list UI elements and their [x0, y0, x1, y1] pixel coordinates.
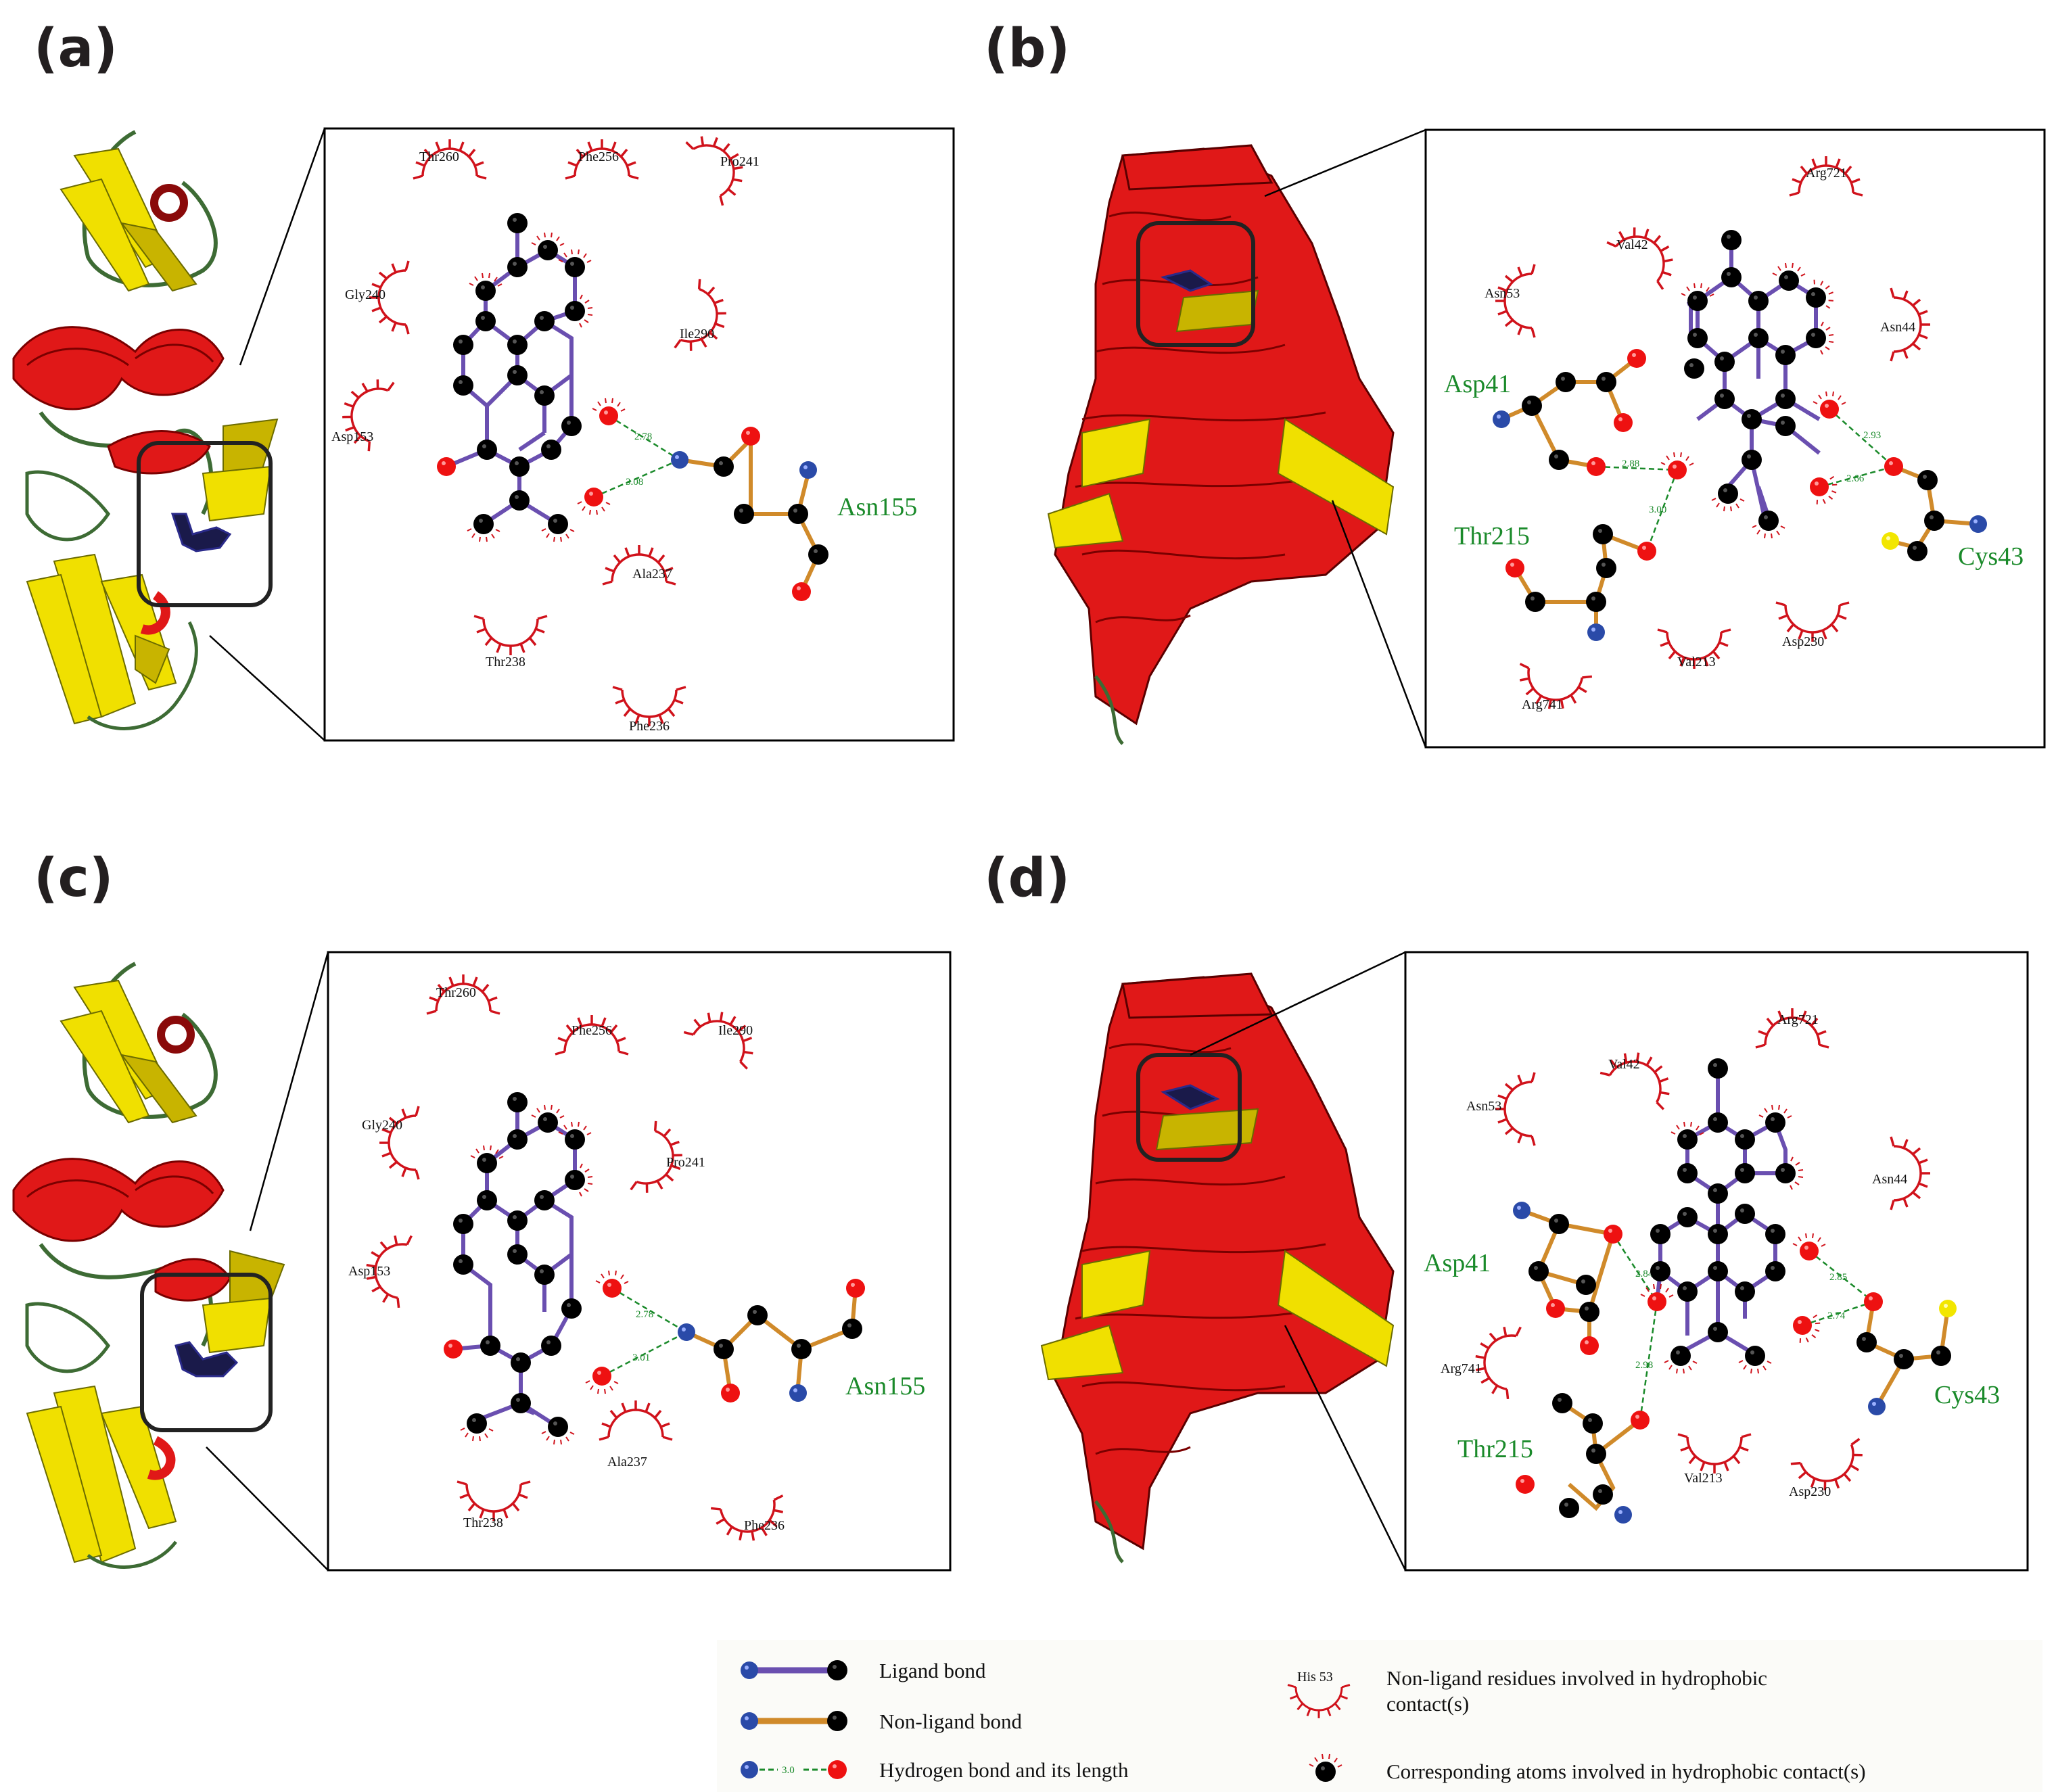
hbond-length: 2.98	[1635, 1360, 1653, 1371]
hbond-length: 3.08	[626, 477, 643, 488]
interaction-box-c	[327, 951, 952, 1572]
panel-c-letter: (c)	[34, 848, 114, 909]
panel-d: Arg721 Val42 Asn53 Asn44 Arg741 Val213 A…	[1040, 951, 2029, 1572]
interaction-box-b	[1424, 128, 2046, 749]
hbond-partner-label: Cys43	[1934, 1381, 2000, 1409]
hbond-length: 2.85	[1829, 1272, 1847, 1283]
hbond-partner-label: Asn155	[837, 493, 917, 521]
residue-label: Asp153	[348, 1264, 390, 1279]
protein-structure-c	[12, 962, 285, 1569]
legend-ligand-bond: Ligand bond	[879, 1659, 986, 1682]
residue-label: Arg721	[1777, 1012, 1819, 1027]
residue-label: Val42	[1608, 1057, 1640, 1072]
residue-label: Thr260	[419, 149, 459, 164]
residue-label: Phe236	[629, 719, 670, 734]
residue-label: Asn53	[1466, 1099, 1501, 1114]
hbond-length: 2.88	[1622, 458, 1639, 469]
residue-label: Pro241	[666, 1155, 705, 1170]
hbond-length: 3.00	[1649, 504, 1666, 515]
residue-label: Thr260	[436, 985, 476, 1000]
residue-label: Gly240	[345, 287, 386, 302]
hbond-length: 2.78	[636, 1309, 653, 1320]
legend-residue-example: His 53	[1297, 1670, 1333, 1684]
residue-label: Val213	[1677, 655, 1716, 669]
hbond-length: 2.74	[1827, 1311, 1846, 1321]
residue-label: Arg741	[1441, 1361, 1482, 1376]
residue-label: Ala237	[607, 1455, 647, 1469]
legend-hydrophobic-residues: Non-ligand residues involved in hydropho…	[1386, 1666, 1767, 1690]
residue-label: Val42	[1616, 237, 1648, 252]
residue-label: Ile290	[680, 327, 714, 341]
residue-label: Gly240	[362, 1118, 402, 1133]
legend-hbond: Hydrogen bond and its length	[879, 1758, 1129, 1782]
residue-label: Ile290	[718, 1023, 753, 1038]
residue-label: Asn53	[1485, 286, 1520, 301]
panel-b-letter: (b)	[984, 18, 1070, 79]
hbond-length: 2.78	[634, 431, 652, 442]
residue-label: Asp230	[1782, 634, 1824, 649]
hbond-partner-label: Cys43	[1958, 542, 2024, 571]
residue-label: Arg721	[1806, 166, 1847, 181]
legend: Ligand bond Non-ligand bond 3.0 Hydrogen…	[717, 1640, 2042, 1792]
hbond-partner-label: Thr215	[1457, 1435, 1533, 1463]
residue-label: Phe256	[578, 149, 619, 164]
residue-label: Thr238	[486, 655, 525, 669]
hbond-partner-label: Asp41	[1424, 1249, 1491, 1277]
protein-structure-d	[1040, 972, 1395, 1563]
residue-label: Phe256	[571, 1023, 612, 1038]
panel-c: Thr260 Phe256 Ile290 Gly240 Pro241 Asp15…	[12, 951, 952, 1572]
residue-label: Ala237	[632, 567, 672, 582]
protein-structure-b	[1047, 144, 1395, 745]
hbond-length: 2.84	[1635, 1269, 1654, 1279]
residue-label: Asn44	[1872, 1172, 1907, 1187]
protein-structure-a	[12, 130, 279, 730]
hbond-partner-label: Asn155	[845, 1372, 925, 1400]
panel-b: Arg721 Val42 Asn53 Asn44 Val213 Asp230 A…	[1047, 128, 2046, 749]
hbond-length: 3.01	[632, 1352, 650, 1363]
residue-label: Asp230	[1789, 1484, 1831, 1499]
residue-label: Asp153	[331, 429, 373, 444]
residue-label: Thr238	[463, 1515, 503, 1530]
legend-hydrophobic-residues-2: contact(s)	[1386, 1692, 1469, 1716]
hbond-partner-label: Thr215	[1454, 522, 1530, 550]
panel-a: Thr260 Phe256 Pro241 Gly240 Ile290 Asp15…	[12, 121, 955, 742]
residue-label: Pro241	[720, 154, 760, 169]
hbond-partner-label: Asp41	[1444, 370, 1511, 398]
residue-label: Asn44	[1880, 320, 1915, 335]
residue-label: Val213	[1684, 1471, 1723, 1486]
panel-a-letter: (a)	[34, 18, 118, 79]
hbond-length: 2.66	[1846, 473, 1865, 484]
residue-label: Phe236	[744, 1518, 785, 1533]
legend-hbond-sample: 3.0	[782, 1765, 795, 1776]
legend-non-ligand-bond: Non-ligand bond	[879, 1710, 1022, 1733]
legend-hydrophobic-atoms: Corresponding atoms involved in hydropho…	[1386, 1760, 1866, 1783]
residue-label: Arg741	[1522, 697, 1563, 712]
hbond-length: 2.93	[1863, 430, 1881, 441]
panel-d-letter: (d)	[984, 848, 1070, 909]
